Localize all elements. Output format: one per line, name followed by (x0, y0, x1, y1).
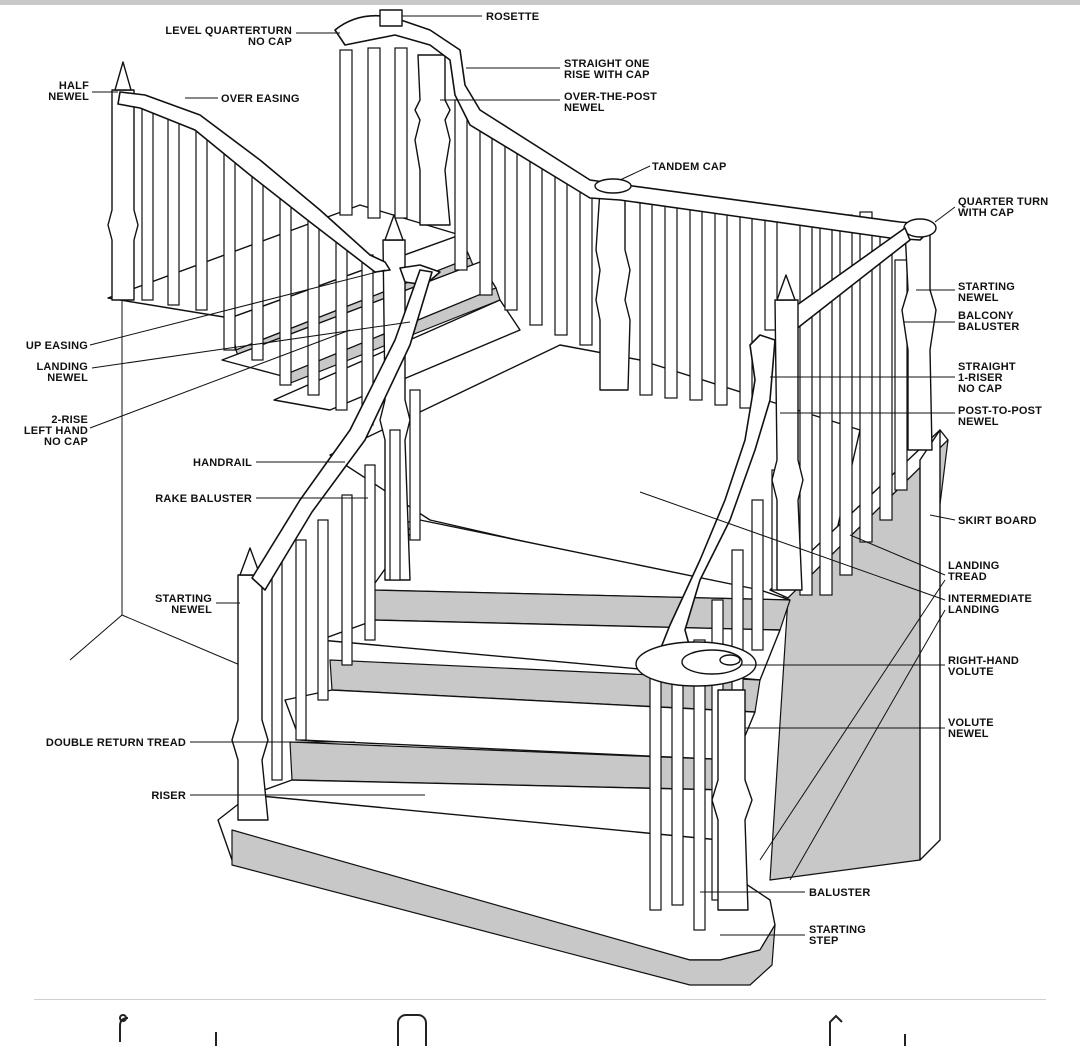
label-over-the-post-newel-2: NEWEL (564, 102, 605, 114)
label-starting-step-2: STEP (809, 935, 839, 947)
label-level-quarterturn-1: LEVEL QUARTERTURN (165, 25, 292, 37)
label-volute-newel-1: VOLUTE (948, 717, 994, 729)
label-right-hand-volute-1: RIGHT-HAND (948, 655, 1019, 667)
bottom-divider (34, 999, 1046, 1000)
label-balcony-baluster-2: BALUSTER (958, 321, 1020, 333)
label-right-hand-volute-2: VOLUTE (948, 666, 994, 678)
lower-right-railing (635, 274, 804, 931)
top-status-bar (0, 0, 1080, 5)
balcony-railing (334, 9, 937, 596)
label-post-to-post-newel-2: NEWEL (958, 416, 999, 428)
label-landing-newel-1: LANDING (36, 361, 88, 373)
label-straight-1-riser-1: STRAIGHT (958, 361, 1016, 373)
label-straight-1-riser-2: 1-RISER (958, 372, 1003, 384)
label-up-easing: UP EASING (26, 340, 88, 352)
label-straight-one-rise-2: RISE WITH CAP (564, 69, 650, 81)
leader-lines (89, 15, 956, 936)
share-handle-icon (200, 1012, 240, 1046)
label-half-newel-2: NEWEL (48, 91, 89, 103)
label-2-rise-3: NO CAP (44, 436, 88, 448)
label-quarter-turn-cap-2: WITH CAP (958, 207, 1014, 219)
label-half-newel-1: HALF (59, 80, 89, 92)
label-2-rise-2: LEFT HAND (24, 425, 88, 437)
label-landing-tread-1: LANDING (948, 560, 1000, 572)
staircase-diagram: ROSETTE LEVEL QUARTERTURN NO CAP HALF NE… (24, 9, 1048, 986)
label-starting-newel-left-1: STARTING (155, 593, 212, 605)
tabs-icon[interactable] (395, 1012, 435, 1046)
lower-left-railing (231, 269, 433, 821)
bookmark-handle-icon (895, 1012, 935, 1046)
label-baluster: BALUSTER (809, 887, 871, 899)
label-starting-step-1: STARTING (809, 924, 866, 936)
label-over-easing: OVER EASING (221, 93, 300, 105)
label-2-rise-1: 2-RISE (51, 414, 88, 426)
label-over-the-post-newel-1: OVER-THE-POST (564, 91, 657, 103)
label-double-return-tread: DOUBLE RETURN TREAD (46, 737, 186, 749)
label-landing-tread-2: TREAD (948, 571, 987, 583)
part-labels: ROSETTE LEVEL QUARTERTURN NO CAP HALF NE… (24, 11, 1048, 947)
label-straight-1-riser-3: NO CAP (958, 383, 1002, 395)
share-icon[interactable] (112, 1012, 152, 1046)
label-post-to-post-newel-1: POST-TO-POST (958, 405, 1042, 417)
label-rake-baluster: RAKE BALUSTER (155, 493, 252, 505)
label-starting-newel-right-2: NEWEL (958, 292, 999, 304)
label-rosette: ROSETTE (486, 11, 539, 23)
label-handrail: HANDRAIL (193, 457, 252, 469)
label-quarter-turn-cap-1: QUARTER TURN (958, 196, 1048, 208)
bookmark-icon[interactable] (820, 1012, 860, 1046)
label-starting-newel-right-1: STARTING (958, 281, 1015, 293)
label-intermediate-landing-1: INTERMEDIATE (948, 593, 1032, 605)
label-intermediate-landing-2: LANDING (948, 604, 1000, 616)
label-volute-newel-2: NEWEL (948, 728, 989, 740)
label-straight-one-rise-1: STRAIGHT ONE (564, 58, 650, 70)
label-starting-newel-left-2: NEWEL (171, 604, 212, 616)
label-riser: RISER (151, 790, 186, 802)
label-tandem-cap: TANDEM CAP (652, 161, 727, 173)
label-balcony-baluster-1: BALCONY (958, 310, 1014, 322)
label-skirt-board: SKIRT BOARD (958, 515, 1037, 527)
label-landing-newel-2: NEWEL (47, 372, 88, 384)
label-level-quarterturn-2: NO CAP (248, 36, 292, 48)
